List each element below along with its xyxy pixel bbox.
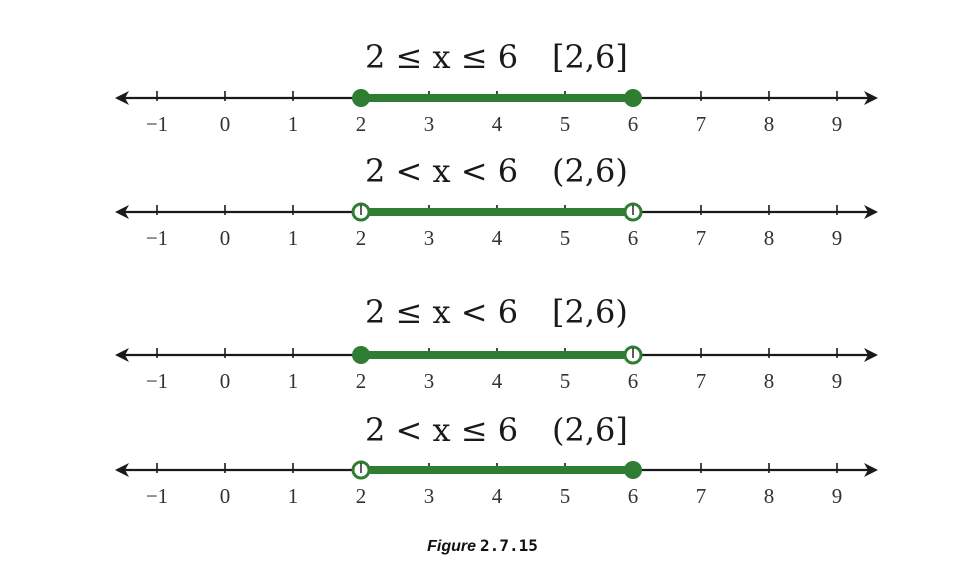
tick-label: 0 xyxy=(220,484,231,508)
interval-notation-label: [2,6] xyxy=(552,38,628,76)
tick-label: 3 xyxy=(424,484,435,508)
figure-caption: Figure 2.7.15 xyxy=(0,536,965,556)
right-arrow-icon xyxy=(864,348,878,362)
interval-notation-label: [2,6) xyxy=(552,293,628,331)
tick-label: 1 xyxy=(288,112,299,136)
tick-label: 0 xyxy=(220,112,231,136)
tick-label: 4 xyxy=(492,112,503,136)
tick-label: 4 xyxy=(492,484,503,508)
tick-label: 7 xyxy=(696,369,707,393)
tick-label: 2 xyxy=(356,226,367,250)
interval-notation-label: (2,6) xyxy=(552,152,628,190)
tick-label: 2 xyxy=(356,112,367,136)
tick-label: 7 xyxy=(696,226,707,250)
tick-label: 8 xyxy=(764,369,775,393)
tick-label: 5 xyxy=(560,369,571,393)
tick-label: 6 xyxy=(628,112,639,136)
caption-number: 2.7.15 xyxy=(480,536,538,555)
tick-label: 1 xyxy=(288,484,299,508)
interval-notation-label: (2,6] xyxy=(552,411,628,449)
tick-label: 8 xyxy=(764,226,775,250)
tick-label: 4 xyxy=(492,369,503,393)
tick-label: 9 xyxy=(832,369,843,393)
tick-label: −1 xyxy=(146,112,168,136)
right-arrow-icon xyxy=(864,91,878,105)
tick-label: 9 xyxy=(832,484,843,508)
tick-label: 0 xyxy=(220,226,231,250)
tick-label: 7 xyxy=(696,484,707,508)
end-closed-dot xyxy=(624,461,642,479)
tick-label: −1 xyxy=(146,226,168,250)
tick-label: −1 xyxy=(146,484,168,508)
tick-label: −1 xyxy=(146,369,168,393)
start-closed-dot xyxy=(352,346,370,364)
tick-label: 1 xyxy=(288,226,299,250)
tick-label: 6 xyxy=(628,226,639,250)
tick-label: 3 xyxy=(424,112,435,136)
number-line-row-4: 2 < x ≤ 6 (2,6] −1 0 1 2 3 4 5 6 7 8 9 xyxy=(115,411,878,508)
tick-label: 5 xyxy=(560,112,571,136)
tick-label: 3 xyxy=(424,369,435,393)
left-arrow-icon xyxy=(115,205,129,219)
tick-label: 5 xyxy=(560,484,571,508)
tick-label: 6 xyxy=(628,484,639,508)
caption-label: Figure xyxy=(427,538,477,555)
tick-label: 8 xyxy=(764,484,775,508)
number-line-row-3: 2 ≤ x < 6 [2,6) −1 0 1 2 3 4 5 6 7 8 9 xyxy=(115,293,878,393)
inequality-label: 2 ≤ x < 6 xyxy=(365,293,518,331)
tick-label: 8 xyxy=(764,112,775,136)
tick-label: 3 xyxy=(424,226,435,250)
tick-label: 4 xyxy=(492,226,503,250)
inequality-label: 2 < x < 6 xyxy=(365,152,518,190)
start-closed-dot xyxy=(352,89,370,107)
inequality-label: 2 ≤ x ≤ 6 xyxy=(365,38,518,76)
tick-label: 9 xyxy=(832,112,843,136)
tick-label: 5 xyxy=(560,226,571,250)
number-line-row-1: 2 ≤ x ≤ 6 [2,6] −1 0 1 2 3 4 5 6 7 8 9 xyxy=(115,38,878,136)
right-arrow-icon xyxy=(864,463,878,477)
left-arrow-icon xyxy=(115,348,129,362)
left-arrow-icon xyxy=(115,91,129,105)
left-arrow-icon xyxy=(115,463,129,477)
tick-label: 2 xyxy=(356,484,367,508)
tick-label: 0 xyxy=(220,369,231,393)
tick-label: 7 xyxy=(696,112,707,136)
inequality-label: 2 < x ≤ 6 xyxy=(365,411,518,449)
end-closed-dot xyxy=(624,89,642,107)
tick-label: 9 xyxy=(832,226,843,250)
tick-label: 6 xyxy=(628,369,639,393)
tick-label: 2 xyxy=(356,369,367,393)
right-arrow-icon xyxy=(864,205,878,219)
number-line-row-2: 2 < x < 6 (2,6) −1 0 1 2 3 4 5 6 7 8 9 xyxy=(115,152,878,250)
tick-label: 1 xyxy=(288,369,299,393)
